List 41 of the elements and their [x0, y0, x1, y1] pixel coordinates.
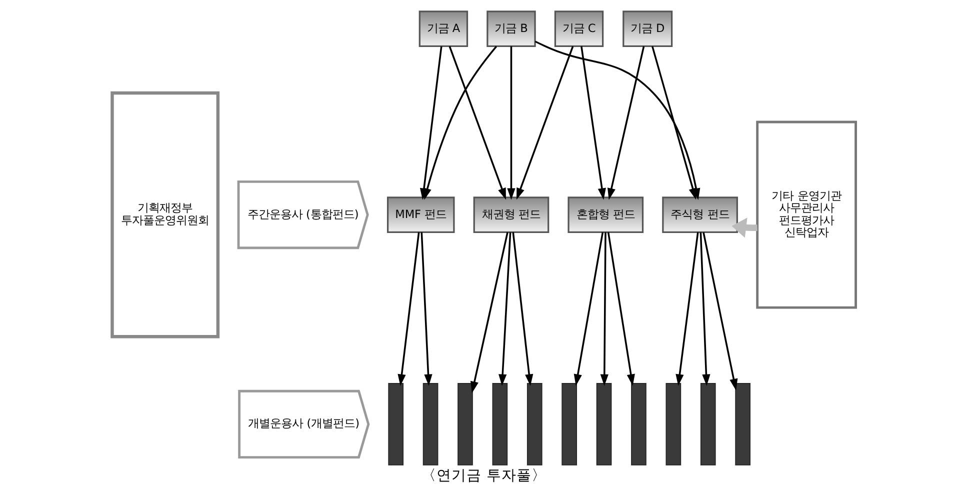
arrow — [448, 46, 506, 200]
arrow — [420, 232, 432, 386]
node-box: 주식형 펀드 — [662, 196, 738, 233]
node-bar — [526, 383, 542, 466]
arrow — [573, 232, 604, 386]
node-bar — [700, 383, 716, 466]
arrow — [606, 232, 634, 386]
node-bar — [388, 383, 404, 466]
node-box: 기획재정부 투자풀운영위원회 — [110, 91, 220, 338]
node-box: 기금 A — [418, 10, 468, 47]
arrow — [650, 46, 696, 200]
node-box: 기금 C — [554, 10, 604, 47]
node-box: MMF 펀드 — [386, 196, 454, 233]
arrow — [512, 232, 533, 386]
node-bar — [561, 383, 576, 466]
node-bar — [665, 383, 681, 466]
arrow — [506, 46, 515, 200]
arrow — [498, 232, 511, 386]
node-box: 기금 B — [486, 10, 536, 47]
node-box: 기타 운영기관 사무관리사 펀드평가사 신탁업자 — [756, 120, 856, 309]
arrow — [397, 232, 420, 386]
arrow — [699, 232, 710, 386]
node-bar — [734, 383, 750, 466]
node-bar — [596, 383, 612, 466]
node-box: 혼합형 펀드 — [567, 196, 644, 233]
arrow — [470, 232, 508, 394]
node-bar — [457, 383, 472, 466]
arrow — [702, 232, 738, 390]
node-bar — [422, 383, 438, 466]
node-bar — [630, 383, 646, 466]
arrow — [600, 232, 608, 386]
arrow — [422, 46, 497, 200]
arrow — [516, 46, 574, 200]
caption: 〈연기금 투자풀〉 — [421, 468, 546, 484]
node-box: 기금 D — [622, 10, 672, 47]
node-bar — [492, 383, 508, 466]
arrow — [675, 232, 698, 386]
arrow — [580, 46, 606, 200]
arrow — [731, 218, 757, 238]
arrow — [606, 46, 644, 200]
node-box: 채권형 펀드 — [472, 196, 549, 233]
